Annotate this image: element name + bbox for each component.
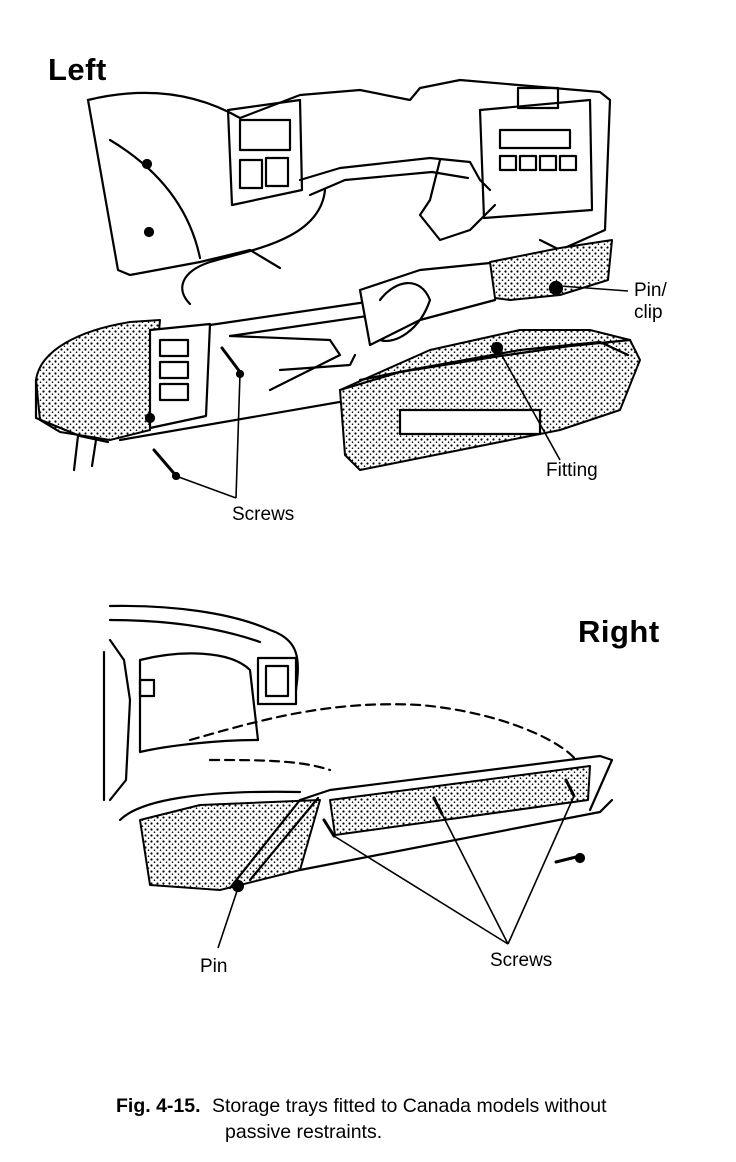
fitting-label: Fitting [546, 460, 598, 481]
leader-lines-top [175, 285, 629, 499]
figure-caption: Fig. 4-15. Storage trays fitted to Canad… [116, 1093, 696, 1145]
right-heading: Right [578, 614, 660, 649]
pin-label: Pin [200, 956, 228, 977]
screws-label-top: Screws [232, 504, 295, 525]
pin-clip-label-line1: Pin/ [634, 280, 667, 301]
caption-text-line1: Storage trays fitted to Canada models wi… [211, 1095, 607, 1117]
pin-clip-label-line2: clip [634, 302, 663, 323]
right-dashboard-illustration [102, 604, 614, 893]
leader-lines-bottom [217, 795, 575, 949]
left-dashboard-illustration [34, 78, 641, 481]
screws-label-bottom: Screws [490, 950, 553, 971]
figure-number: Fig. 4-15. [116, 1095, 201, 1117]
caption-text-line2: passive restraints. [225, 1121, 383, 1143]
pin-clip-label: Pin/ clip [634, 280, 667, 324]
left-heading: Left [48, 52, 107, 87]
